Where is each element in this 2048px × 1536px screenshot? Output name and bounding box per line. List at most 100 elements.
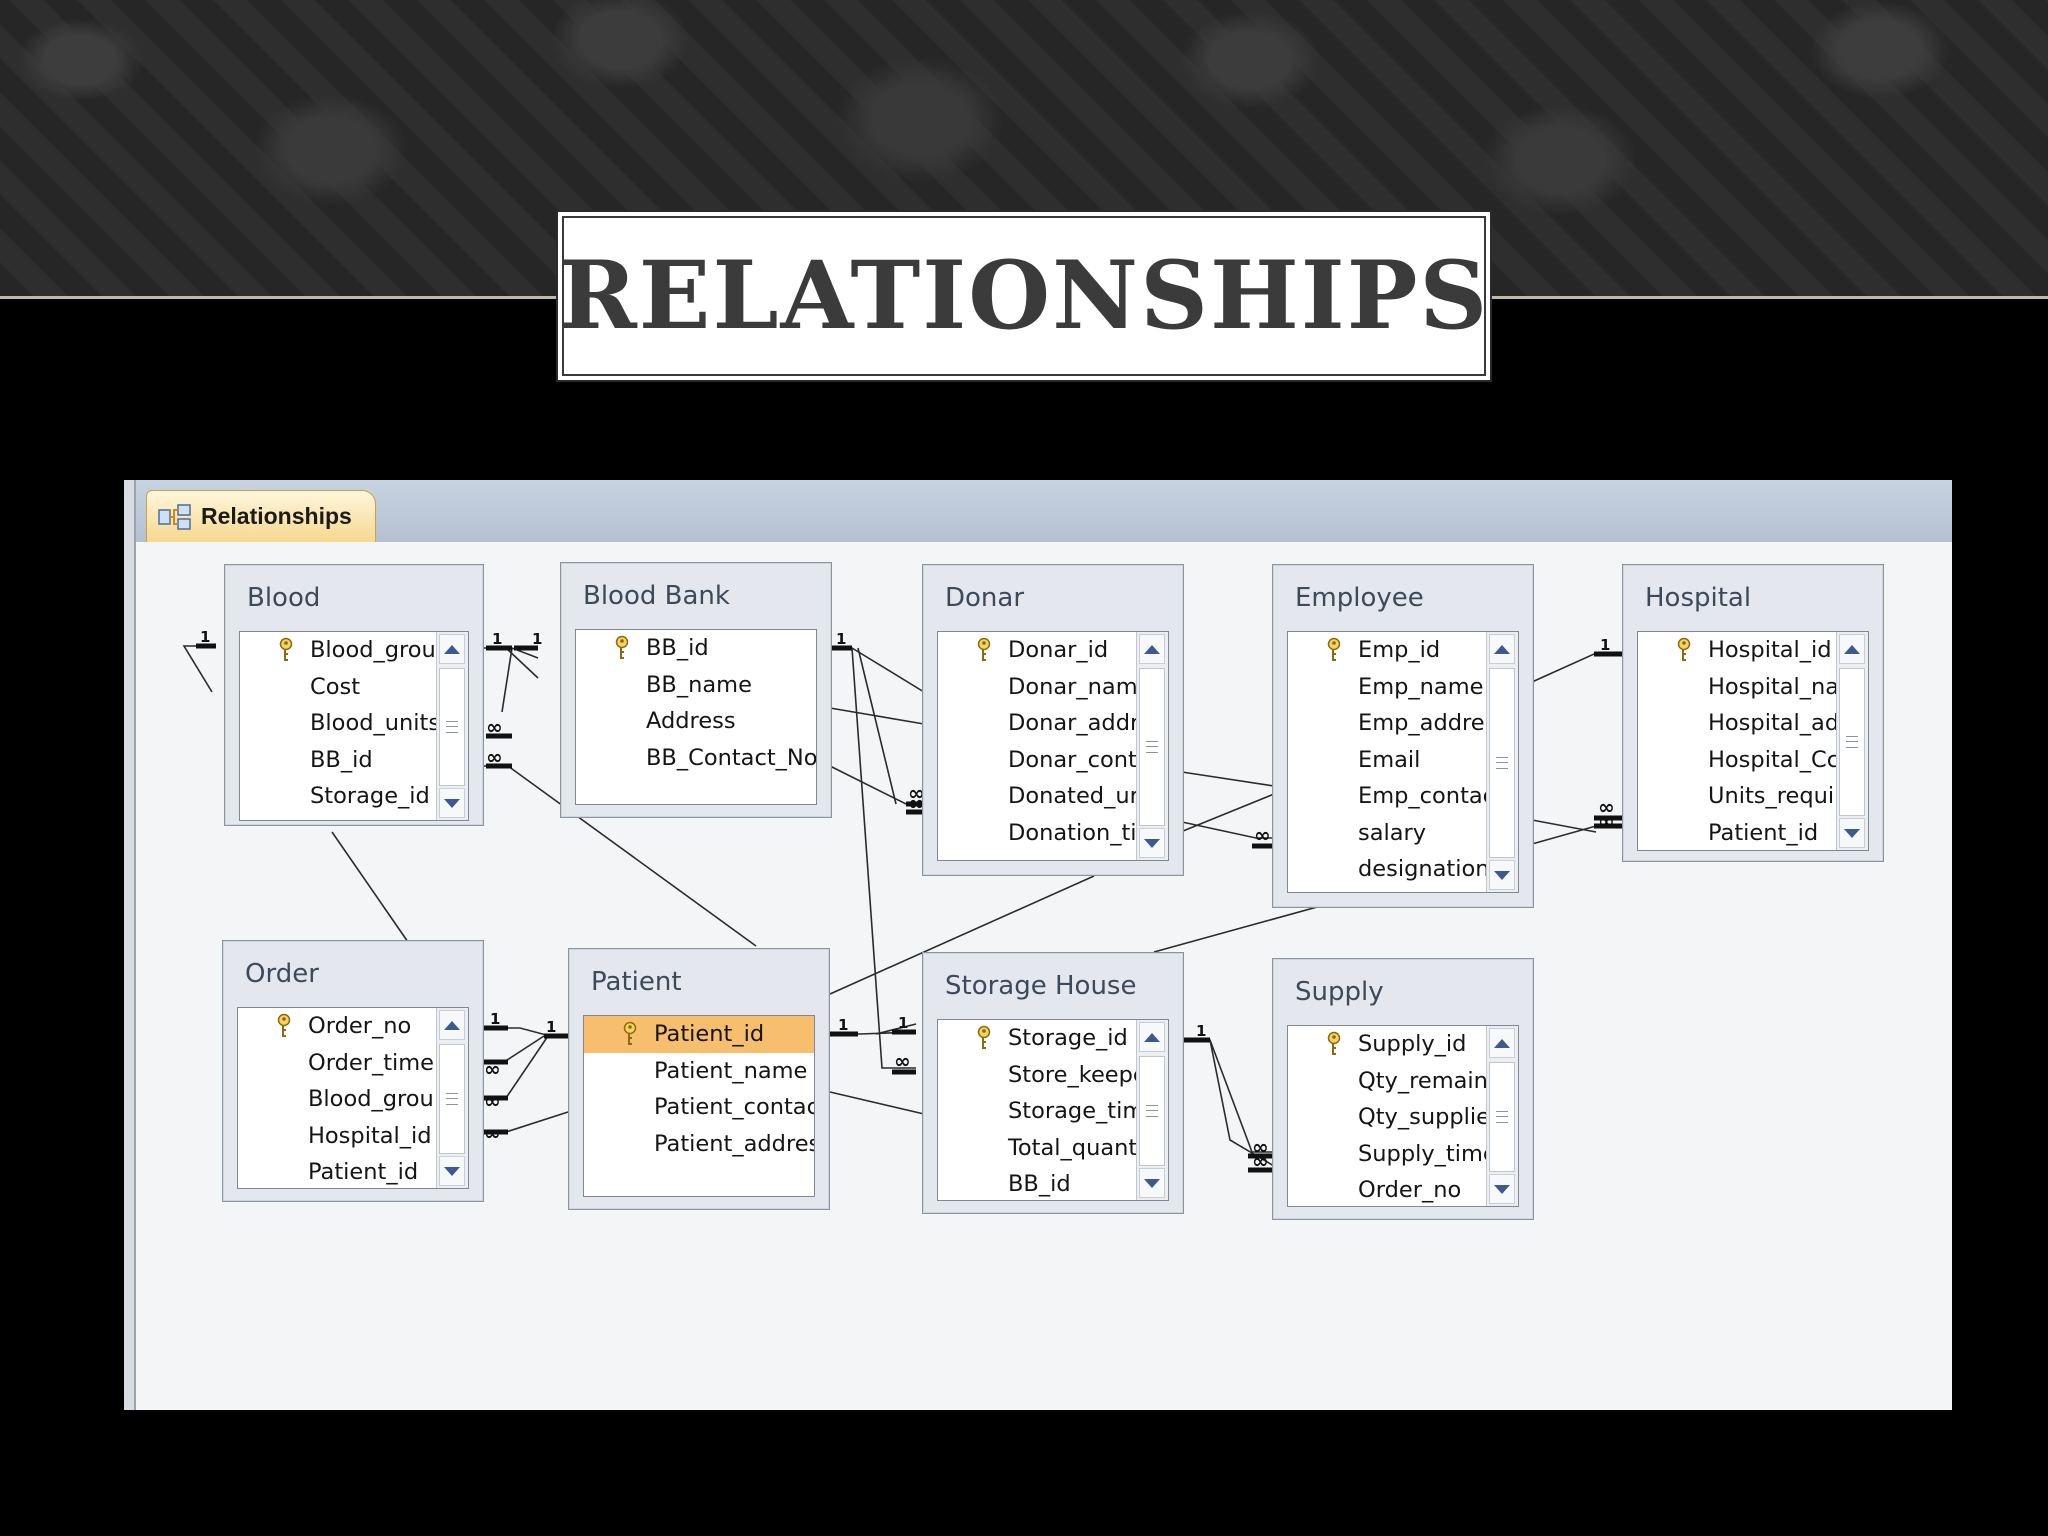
field-row[interactable]: Storage_tim	[938, 1093, 1136, 1130]
field-row[interactable]: Order_no	[1288, 1172, 1486, 1206]
field-row[interactable]: Hospital_id	[238, 1118, 436, 1155]
field-row[interactable]: BB_name	[576, 667, 816, 704]
field-row[interactable]: Emp_addre	[1288, 705, 1486, 742]
relationships-canvas[interactable]: 1 1 1 ∞ ∞ 1 ∞ ∞ ∞ 1 ∞ ∞ 1 1 ∞ ∞ ∞ 1 1 ∞	[136, 542, 1952, 1410]
field-row[interactable]: Store_keepe	[938, 1057, 1136, 1094]
scroll-up-icon[interactable]	[1839, 634, 1865, 664]
table-title[interactable]: Supply	[1295, 977, 1384, 1007]
field-row[interactable]: Patient_id	[1638, 815, 1836, 851]
table-title[interactable]: Employee	[1295, 583, 1424, 613]
scrollbar-thumb[interactable]	[439, 668, 465, 786]
scroll-up-icon[interactable]	[1139, 1022, 1165, 1052]
field-row[interactable]: Hospital_na	[1638, 669, 1836, 706]
field-row[interactable]: Emp_contac	[1288, 778, 1486, 815]
field-row[interactable]: BB_id	[240, 742, 436, 779]
scroll-down-icon[interactable]	[1489, 860, 1515, 890]
field-row[interactable]: Patient_id	[238, 1154, 436, 1188]
vertical-scrollbar[interactable]	[1136, 632, 1168, 860]
field-row[interactable]: Storage_id	[240, 778, 436, 815]
field-list[interactable]: Patient_idPatient_namePatient_contact_Pa…	[583, 1015, 815, 1197]
scrollbar-thumb[interactable]	[1139, 1056, 1165, 1166]
scroll-down-icon[interactable]	[439, 1156, 465, 1186]
table-title[interactable]: Blood	[247, 583, 321, 613]
table-title[interactable]: Hospital	[1645, 583, 1752, 613]
tab-relationships[interactable]: Relationships	[146, 490, 376, 542]
field-row[interactable]: BB_id	[938, 1166, 1136, 1200]
field-row[interactable]: Email	[1288, 742, 1486, 779]
scrollbar-thumb[interactable]	[1139, 668, 1165, 826]
scroll-down-icon[interactable]	[1839, 818, 1865, 848]
field-row[interactable]: Patient_address	[584, 1126, 814, 1163]
vertical-scrollbar[interactable]	[1486, 632, 1518, 892]
field-row[interactable]: Donar_addr	[938, 705, 1136, 742]
field-row[interactable]: Patient_id	[584, 1016, 814, 1053]
field-row[interactable]: Supply_id	[1288, 1026, 1486, 1063]
scroll-up-icon[interactable]	[1489, 1028, 1515, 1058]
field-row[interactable]: Total_quant	[938, 1130, 1136, 1167]
field-row[interactable]: Cost	[240, 669, 436, 706]
field-row[interactable]: Order_no	[238, 1008, 436, 1045]
navigation-pane-edge[interactable]	[124, 480, 136, 1410]
field-row[interactable]: Donation_ti	[938, 815, 1136, 852]
field-row[interactable]: designation	[1288, 851, 1486, 888]
field-row[interactable]: BB_Contact_No	[576, 740, 816, 777]
scrollbar-thumb[interactable]	[1489, 668, 1515, 858]
vertical-scrollbar[interactable]	[436, 632, 468, 820]
field-row[interactable]: Hospital_ad	[1638, 705, 1836, 742]
field-row[interactable]: Hospital_Cc	[1638, 742, 1836, 779]
scrollbar-thumb[interactable]	[1489, 1062, 1515, 1172]
field-row[interactable]: Qty_remaini	[1288, 1063, 1486, 1100]
vertical-scrollbar[interactable]	[1136, 1020, 1168, 1200]
vertical-scrollbar[interactable]	[1836, 632, 1868, 850]
field-row[interactable]: Donar_cont	[938, 742, 1136, 779]
scroll-down-icon[interactable]	[1489, 1174, 1515, 1204]
table-title[interactable]: Donar	[945, 583, 1025, 613]
field-row[interactable]: Blood_units	[240, 705, 436, 742]
scrollbar-thumb[interactable]	[1839, 668, 1865, 816]
scrollbar-thumb[interactable]	[439, 1044, 465, 1154]
field-row[interactable]: Address	[576, 703, 816, 740]
scroll-up-icon[interactable]	[1139, 634, 1165, 664]
field-row[interactable]: Donar_nam	[938, 669, 1136, 706]
field-row[interactable]: Emp_name	[1288, 669, 1486, 706]
field-row[interactable]: Hospital_id	[1638, 632, 1836, 669]
table-title[interactable]: Order	[245, 959, 319, 989]
field-row[interactable]: Blood_grou	[238, 1081, 436, 1118]
vertical-scrollbar[interactable]	[436, 1008, 468, 1188]
table-title[interactable]: Blood Bank	[583, 581, 730, 611]
field-row[interactable]: Supply_time	[1288, 1136, 1486, 1173]
scroll-down-icon[interactable]	[1139, 1168, 1165, 1198]
scroll-down-icon[interactable]	[1139, 828, 1165, 858]
field-row[interactable]: Donated_ur	[938, 778, 1136, 815]
field-row[interactable]: Emp_id	[1288, 632, 1486, 669]
field-row[interactable]: Patient_name	[584, 1053, 814, 1090]
scroll-up-icon[interactable]	[439, 634, 465, 664]
field-row[interactable]: salary	[1288, 815, 1486, 852]
field-row[interactable]: Storage_id	[938, 1020, 1136, 1057]
scroll-down-icon[interactable]	[439, 788, 465, 818]
table-title[interactable]: Patient	[591, 967, 682, 997]
field-row[interactable]: Blood_grou	[240, 632, 436, 669]
scroll-up-icon[interactable]	[439, 1010, 465, 1040]
field-row[interactable]: BB_id	[576, 630, 816, 667]
scroll-up-icon[interactable]	[1489, 634, 1515, 664]
field-row[interactable]: Order_time	[238, 1045, 436, 1082]
field-row[interactable]: Donar_id	[938, 632, 1136, 669]
field-row[interactable]: Qty_supplie	[1288, 1099, 1486, 1136]
